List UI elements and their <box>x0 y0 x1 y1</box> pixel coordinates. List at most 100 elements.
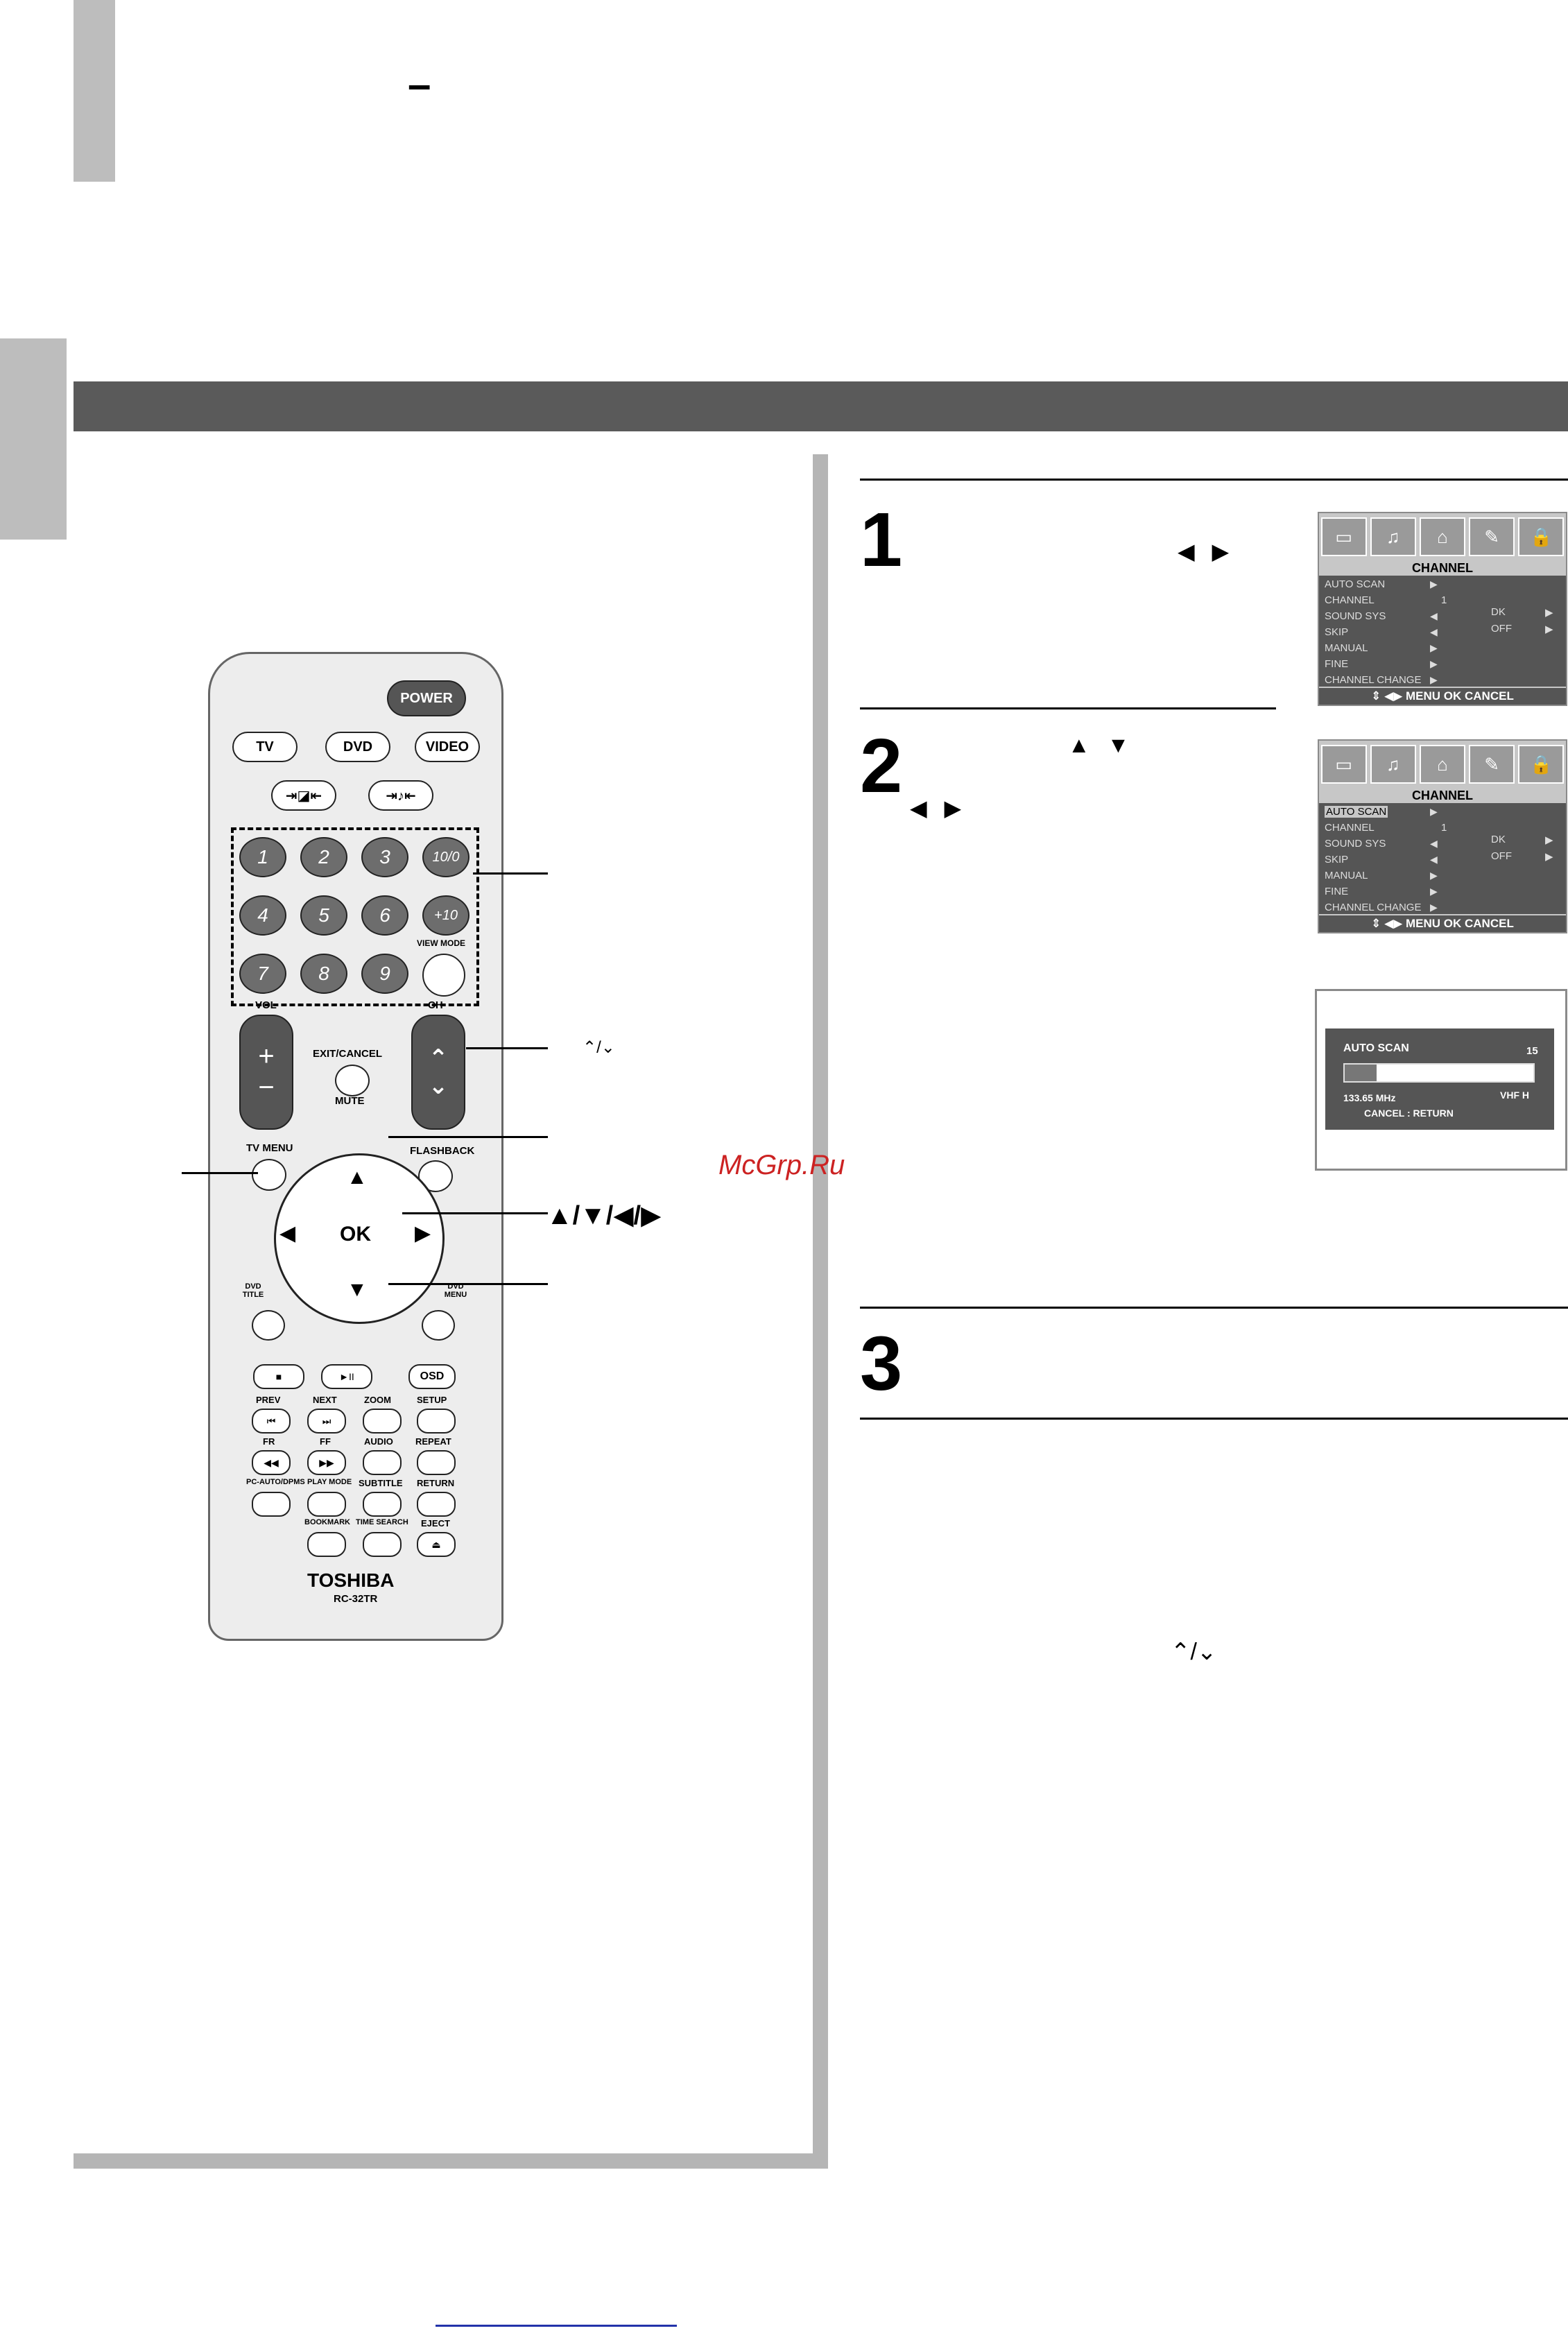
right-arrow-icon: ▶ <box>1545 834 1553 846</box>
menu-item-manual[interactable]: MANUAL <box>1325 870 1368 881</box>
subtitle-button[interactable] <box>363 1492 402 1517</box>
sound-sys-value: DK <box>1491 834 1506 845</box>
vol-up-icon: + <box>258 1041 275 1071</box>
menu-item-channel-change[interactable]: CHANNEL CHANGE <box>1325 674 1422 686</box>
num-4-button[interactable]: 4 <box>239 895 286 936</box>
time-search-button[interactable] <box>363 1532 402 1557</box>
num-6-button[interactable]: 6 <box>361 895 408 936</box>
num-10-0-button[interactable]: 10/0 <box>422 837 469 877</box>
eject-button[interactable]: ⏏ <box>417 1532 456 1557</box>
eject-label: EJECT <box>421 1518 450 1529</box>
picture-mode-button[interactable]: ⇥◪⇤ <box>271 780 336 811</box>
exit-cancel-label: EXIT/CANCEL <box>313 1048 383 1060</box>
nav-left-icon[interactable]: ◀ <box>279 1222 296 1245</box>
skip-value: OFF <box>1491 623 1512 635</box>
scan-progress-fill <box>1345 1065 1377 1081</box>
menu-item-skip[interactable]: SKIP <box>1325 626 1349 638</box>
nav-right-icon[interactable]: ▶ <box>415 1222 431 1245</box>
nav-down-icon[interactable]: ▼ <box>347 1278 368 1301</box>
menu-item-auto-scan[interactable]: AUTO SCAN <box>1325 578 1386 590</box>
return-button[interactable] <box>417 1492 456 1517</box>
num-1-button[interactable]: 1 <box>239 837 286 877</box>
num-7-button[interactable]: 7 <box>239 954 286 994</box>
ch-label: CH <box>428 999 443 1011</box>
nav-up-icon[interactable]: ▲ <box>347 1166 368 1189</box>
setup-label: SETUP <box>417 1395 447 1405</box>
num-2-button[interactable]: 2 <box>300 837 347 877</box>
menu-item-sound-sys[interactable]: SOUND SYS <box>1325 610 1386 622</box>
num-8-button[interactable]: 8 <box>300 954 347 994</box>
section-header-bar <box>74 381 1568 431</box>
dvd-title-button[interactable] <box>252 1310 285 1341</box>
fr-button[interactable]: ◀◀ <box>252 1450 291 1475</box>
video-button[interactable]: VIDEO <box>415 732 480 762</box>
time-search-label: TIME SEARCH <box>356 1518 408 1526</box>
callout-ch <box>466 1047 548 1049</box>
mute-label: MUTE <box>335 1095 365 1107</box>
right-arrow-icon: ▶ <box>1430 658 1438 669</box>
left-panel-right-border <box>813 454 828 2164</box>
audio-icon: ♫ <box>1370 745 1416 784</box>
prev-button[interactable]: ⏮ <box>252 1409 291 1434</box>
step-2-arrows: ▲ ▼ <box>1068 732 1135 757</box>
tv-menu-button[interactable] <box>252 1159 286 1191</box>
num-5-button[interactable]: 5 <box>300 895 347 936</box>
callout-exit <box>388 1136 548 1138</box>
menu-item-channel[interactable]: CHANNEL <box>1325 822 1375 834</box>
play-pause-button[interactable]: ►II <box>321 1364 372 1389</box>
menu-item-sound-sys[interactable]: SOUND SYS <box>1325 838 1386 850</box>
repeat-button[interactable] <box>417 1450 456 1475</box>
tv-button[interactable]: TV <box>232 732 298 762</box>
play-mode-button[interactable] <box>307 1492 346 1517</box>
num-plus10-button[interactable]: +10 <box>422 895 469 936</box>
model-number: RC-32TR <box>334 1593 378 1605</box>
callout-arrows-label: ▲/▼/◀/▶ <box>546 1201 662 1230</box>
stop-button[interactable]: ■ <box>253 1364 304 1389</box>
menu-item-skip[interactable]: SKIP <box>1325 854 1349 866</box>
menu-title: CHANNEL <box>1319 560 1566 576</box>
menu-item-manual[interactable]: MANUAL <box>1325 642 1368 654</box>
right-arrow-icon: ▶ <box>1430 578 1438 589</box>
next-label: NEXT <box>313 1395 337 1405</box>
ch-rocker[interactable]: ⌃⌄ <box>411 1015 465 1130</box>
ok-button[interactable]: OK <box>340 1223 371 1246</box>
sound-mode-button[interactable]: ⇥♪⇤ <box>368 780 433 811</box>
dvd-button[interactable]: DVD <box>325 732 390 762</box>
num-3-button[interactable]: 3 <box>361 837 408 877</box>
audio-button[interactable] <box>363 1450 402 1475</box>
ff-label: FF <box>320 1436 331 1447</box>
watermark: McGrp.Ru <box>718 1150 845 1180</box>
step-1-rule <box>860 707 1276 709</box>
prev-label: PREV <box>256 1395 281 1405</box>
setup-icon: ✎ <box>1469 517 1515 556</box>
vol-rocker[interactable]: +− <box>239 1015 293 1130</box>
osd-button[interactable]: OSD <box>408 1364 456 1389</box>
menu-item-channel-change[interactable]: CHANNEL CHANGE <box>1325 902 1422 913</box>
pc-auto-label: PC-AUTO/DPMS <box>246 1478 305 1486</box>
setup-button[interactable] <box>417 1409 456 1434</box>
menu-item-fine[interactable]: FINE <box>1325 658 1349 670</box>
menu-footer: ⇕ ◀▶ MENU OK CANCEL <box>1319 687 1566 705</box>
flashback-label: FLASHBACK <box>410 1145 475 1157</box>
bookmark-button[interactable] <box>307 1532 346 1557</box>
menu-item-auto-scan-selected[interactable]: AUTO SCAN <box>1325 806 1388 818</box>
power-button[interactable]: POWER <box>387 680 466 716</box>
num-9-button[interactable]: 9 <box>361 954 408 994</box>
zoom-button[interactable] <box>363 1409 402 1434</box>
pc-auto-button[interactable] <box>252 1492 291 1517</box>
view-mode-button[interactable] <box>422 954 465 997</box>
channel-icon: ⌂ <box>1419 517 1465 556</box>
left-arrow-icon: ◀ <box>1430 610 1438 621</box>
callout-ch-label: ⌃/⌄ <box>583 1038 615 1057</box>
exit-cancel-button[interactable] <box>335 1065 370 1096</box>
callout-number-pad <box>473 872 548 875</box>
next-button[interactable]: ⏭ <box>307 1409 346 1434</box>
right-arrow-icon: ▶ <box>1430 674 1438 685</box>
menu-item-fine[interactable]: FINE <box>1325 886 1349 897</box>
menu-item-channel[interactable]: CHANNEL <box>1325 594 1375 606</box>
navigation-pad[interactable] <box>274 1153 445 1324</box>
dvd-menu-button[interactable] <box>422 1310 455 1341</box>
ff-button[interactable]: ▶▶ <box>307 1450 346 1475</box>
step-2-number: 2 <box>860 723 903 809</box>
auto-scan-frame: AUTO SCAN 15 133.65 MHz VHF H CANCEL : R… <box>1315 989 1567 1171</box>
